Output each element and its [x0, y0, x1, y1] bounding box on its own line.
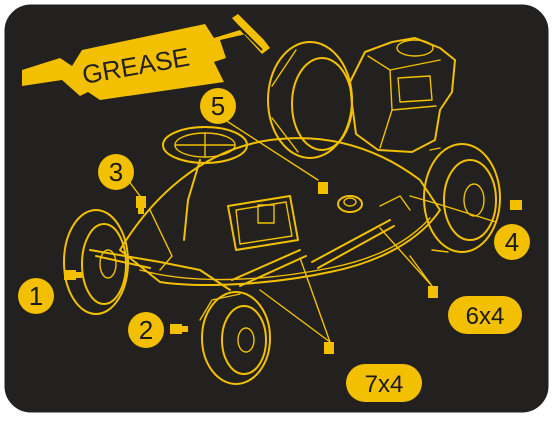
count-badge-6x4-label: 6x4 — [466, 303, 505, 330]
callout-3: 3 — [98, 154, 134, 190]
callout-1: 1 — [18, 278, 54, 314]
callout-4-label: 4 — [505, 227, 519, 257]
callout-5-label: 5 — [211, 91, 225, 121]
callout-4: 4 — [494, 224, 530, 260]
count-badge-6x4: 6x4 — [448, 296, 522, 334]
callout-3-label: 3 — [109, 157, 123, 187]
callout-1-label: 1 — [29, 281, 43, 311]
grease-fitting — [428, 286, 438, 298]
grease-fitting — [318, 182, 328, 194]
grease-fitting — [324, 342, 334, 354]
grease-fitting — [510, 200, 522, 210]
callout-5: 5 — [200, 88, 236, 124]
count-badge-7x4-label: 7x4 — [365, 371, 404, 398]
callout-2-label: 2 — [139, 315, 153, 345]
count-badge-7x4: 7x4 — [346, 364, 422, 402]
callout-2: 2 — [128, 312, 164, 348]
